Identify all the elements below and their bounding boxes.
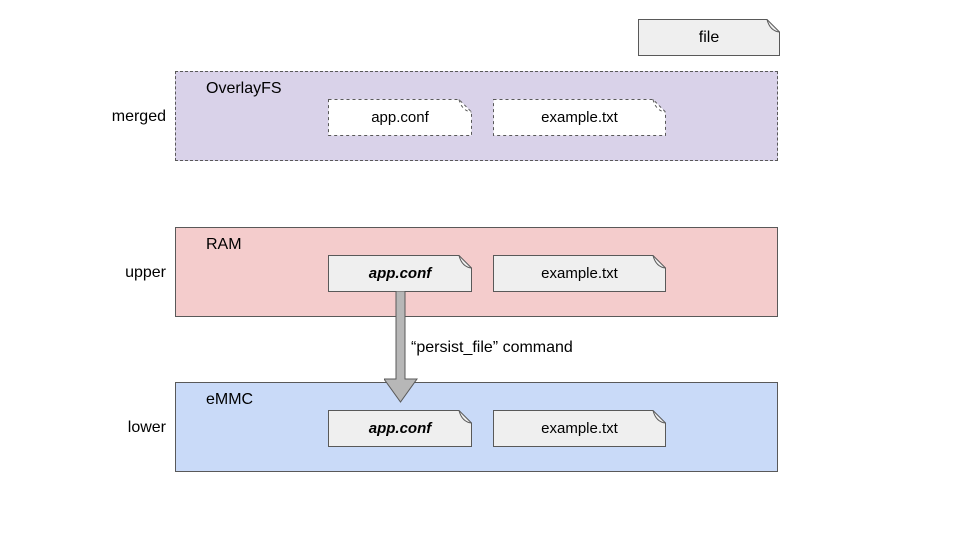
file-shape-outline [493,99,666,136]
layer-title-emmc: eMMC [206,391,254,408]
row-label-lower: lower [127,419,166,436]
persist-arrow-label: “persist_file” command [411,339,573,356]
layer-title-overlayfs: OverlayFS [206,80,282,97]
layer-title-ram: RAM [206,236,242,253]
file-app-conf-lower: app.conf [328,410,472,447]
file-example-txt-lower: example.txt [493,410,666,447]
layer-box-emmc: eMMC app.conf example.txt [175,382,778,472]
file-example-txt-upper: example.txt [493,255,666,292]
file-label: example.txt [541,420,618,437]
file-label: app.conf [371,109,429,126]
row-label-merged: merged [111,108,166,125]
file-app-conf-upper: app.conf [328,255,472,292]
file-shape-outline [328,255,472,292]
legend-file-shape: file [638,19,780,56]
file-label: example.txt [541,109,618,126]
file-shape-outline [328,99,472,136]
file-label: app.conf [368,265,432,282]
legend-file-label: file [698,28,720,46]
file-shape-outline [493,410,666,447]
file-shape-outline [638,19,780,56]
layer-box-overlayfs: OverlayFS app.conf example.txt [175,71,778,161]
file-shape-outline [493,255,666,292]
row-label-upper: upper [125,264,166,281]
file-label: app.conf [368,420,432,437]
persist-arrow-icon [384,291,418,403]
layer-box-ram: RAM app.conf example.txt [175,227,778,317]
file-example-txt-merged: example.txt [493,99,666,136]
file-app-conf-merged: app.conf [328,99,472,136]
file-shape-outline [328,410,472,447]
file-label: example.txt [541,265,618,282]
